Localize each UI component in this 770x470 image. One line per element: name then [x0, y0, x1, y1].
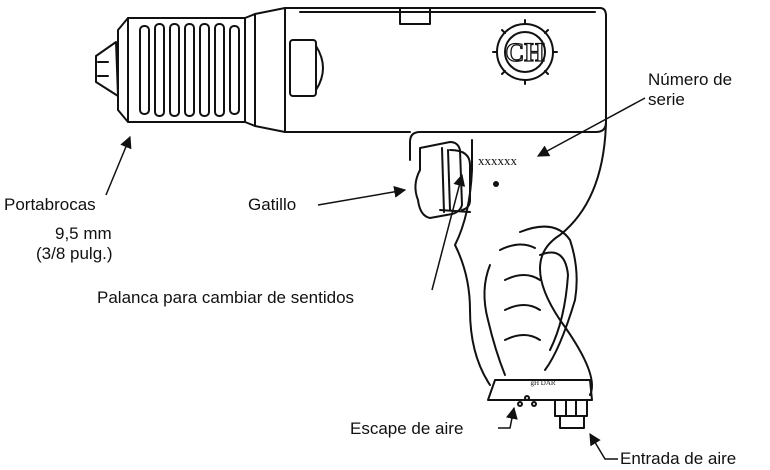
- drill-handle: [454, 121, 607, 401]
- chuck-grip-ridges: [139, 23, 240, 117]
- trigger-leader: [317, 185, 407, 206]
- drill-housing: [254, 7, 607, 161]
- exhaust-label: Escape de aire: [350, 419, 464, 438]
- serial-label-line2: serie: [648, 90, 685, 109]
- air-inlet-fitting: [554, 399, 588, 429]
- exhaust-leader: [498, 406, 518, 429]
- chuck-leader: [105, 135, 132, 196]
- chuck-size-mm: 9,5 mm: [55, 224, 112, 243]
- reverse-leader: [431, 173, 466, 291]
- serial-label-line1: Número de: [648, 70, 733, 89]
- chuck-label: Portabrocas: [4, 195, 96, 214]
- trigger-label: Gatillo: [248, 195, 297, 214]
- serial-leader: [536, 97, 646, 157]
- inlet-label: Entrada de aire: [620, 449, 737, 468]
- reverse-lever: [439, 149, 471, 213]
- chuck-size-in: (3/8 pulg.): [36, 244, 113, 263]
- handle-mark: gH DAR: [530, 379, 555, 387]
- reverse-lever-label: Palanca para cambiar de sentidos: [97, 288, 355, 307]
- exhaust-ports: [517, 395, 537, 407]
- ch-gear-logo: [492, 19, 558, 85]
- trigger: [414, 141, 463, 219]
- inlet-leader: [589, 432, 618, 460]
- logo-text: CH: [506, 38, 545, 67]
- serial-dot: [493, 181, 499, 187]
- drill-chuck: [95, 13, 256, 127]
- serial-value: xxxxxx: [478, 153, 518, 168]
